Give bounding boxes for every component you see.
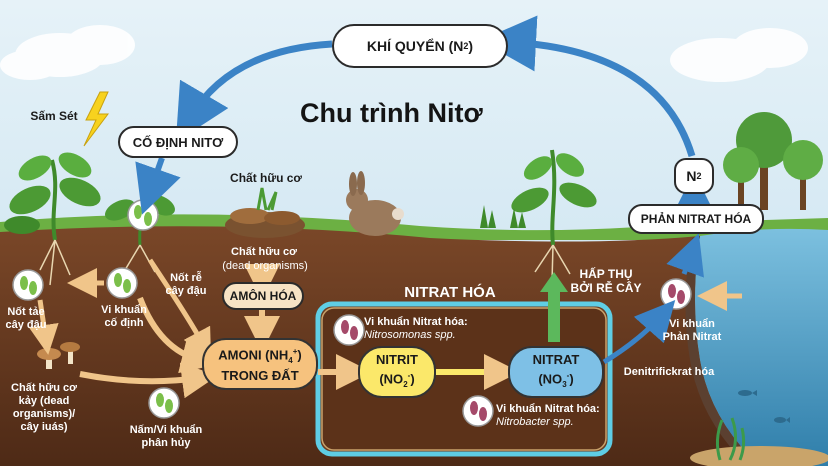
denitrification-box: PHẢN NITRAT HÓA <box>628 204 764 234</box>
ammonium-line1: AMONI (NH4+) <box>218 346 302 365</box>
nodule-bean-label-2: cây đậu <box>165 285 207 297</box>
water <box>695 228 828 466</box>
arrow-uptake-shaft <box>548 290 560 342</box>
nitrate-node: NITRAT (NO3-) <box>508 346 604 398</box>
nitrosomonas-icon <box>333 314 365 346</box>
denitrification-label: PHẢN NITRAT HÓA <box>640 212 752 226</box>
nodule-left-label-2: cây đậu <box>5 319 47 331</box>
lightning-label: Sấm Sét <box>30 109 78 123</box>
decomposer-left-label-3: organisms)/ <box>12 408 76 420</box>
arrow-n2-to-atmosphere <box>480 15 696 158</box>
fixation-label: CỐ ĐỊNH NITƠ <box>132 134 224 150</box>
arrow-roots-to-ammonium <box>147 258 212 360</box>
n2-sub: 2 <box>696 171 702 181</box>
ammonification-label: AMÔN HÓA <box>229 289 297 303</box>
bacteria-nodule-left-icon <box>12 269 44 301</box>
nitrite-line1: NITRIT <box>376 351 418 367</box>
atmosphere-label: KHÍ QUYỂN (N <box>366 38 464 54</box>
water-bottom-sand <box>690 446 828 466</box>
arrow-bacteria-to-denit <box>666 233 704 278</box>
nitrobacter-icon <box>462 395 494 427</box>
arrow-nitrate-to-bacteria <box>602 299 676 365</box>
nitrate-line1: NITRAT <box>532 351 580 367</box>
uptake-plant-icon <box>511 149 597 283</box>
arrow-fixation-down <box>135 157 181 215</box>
nitrification-title: NITRAT HÓA <box>404 284 496 301</box>
denitrifying-label-1: Vi khuẩn <box>669 318 715 330</box>
atmosphere-sub: 2 <box>463 41 469 51</box>
diagram-title: Chu trình Nitơ <box>300 98 483 128</box>
nodule-bean-label-1: Nốt rễ <box>170 272 202 284</box>
arrow-atmosphere-to-fixation <box>175 40 333 143</box>
nitrite-line2: (NO2-) <box>379 370 415 389</box>
organic-matter-pile-icon <box>225 187 305 238</box>
nitrification-zone-inner <box>321 307 607 451</box>
fungi-label-2: phân hủy <box>141 437 191 449</box>
bacteria-fixing-root-icon <box>106 267 138 299</box>
bacteria-fixing-icon <box>127 199 159 231</box>
denitrification-process-label: Denitrifickrat hóa <box>623 366 715 378</box>
uptake-label-2: BỞI RỄ CÂY <box>570 281 642 295</box>
ammonium-line2: TRONG ĐẤT <box>221 368 299 384</box>
atmosphere-label-end: ) <box>468 38 474 54</box>
nitrosomonas-label-1: Vi khuẩn Nitrat hóa: <box>364 316 468 328</box>
cloud-right <box>670 28 808 82</box>
rabbit-icon <box>346 171 404 236</box>
nitrate-line2: (NO3-) <box>538 370 574 389</box>
arrow-uptake-head <box>540 272 568 292</box>
uptake-label-1: HẤP THỤ <box>579 267 633 281</box>
decomposer-left-label-1: Chất hữu cơ <box>11 382 77 394</box>
decomposer-bacteria-icon <box>148 387 180 419</box>
arrow-decomposer-to-ammonium <box>79 362 218 399</box>
arrow-nodule-down <box>28 299 59 355</box>
ammonium-node: AMONI (NH4+) TRONG ĐẤT <box>202 338 318 390</box>
nitrosomonas-label-2: Nitrosomonas spp. <box>364 329 456 341</box>
denitrifying-bacteria-icon <box>660 278 692 310</box>
fungi-label-1: Nấm/Vi khuẩn <box>129 424 203 436</box>
decomposer-left-label-2: kảy (dead <box>18 395 70 407</box>
nitrobacter-label-2: Nitrobacter spp. <box>496 416 574 428</box>
nodule-left-label-1: Nốt tảe <box>7 306 45 318</box>
bean-plant-icon <box>4 152 101 286</box>
tree-group <box>723 112 823 210</box>
organic-dead-label-2: (dead organisms) <box>222 260 308 272</box>
cloud-left <box>0 25 135 80</box>
organic-top-label: Chất hữu cơ <box>230 171 302 185</box>
lightning-bolt-icon <box>83 91 109 147</box>
grass-tuft <box>480 205 526 228</box>
n2-label: N <box>686 168 697 184</box>
organic-dead-label-1: Chất hữu cơ <box>231 246 297 258</box>
seaweed-icon <box>715 417 746 461</box>
ammonification-box: AMÔN HÓA <box>222 282 304 310</box>
nitrobacter-label-1: Vi khuẩn Nitrat hóa: <box>496 403 600 415</box>
denitrifying-label-2: Phản Nitrat <box>662 331 722 343</box>
nitrogen-fixation-box: CỐ ĐỊNH NITƠ <box>118 126 238 158</box>
decomposer-left-label-4: cây iuás) <box>20 421 68 433</box>
nitrite-node: NITRIT (NO2-) <box>358 346 436 398</box>
fish-icon <box>738 390 790 423</box>
fixing-bacteria-label-1: Vi khuẩn <box>101 304 147 316</box>
fixing-bacteria-label-2: cố định <box>104 317 144 329</box>
